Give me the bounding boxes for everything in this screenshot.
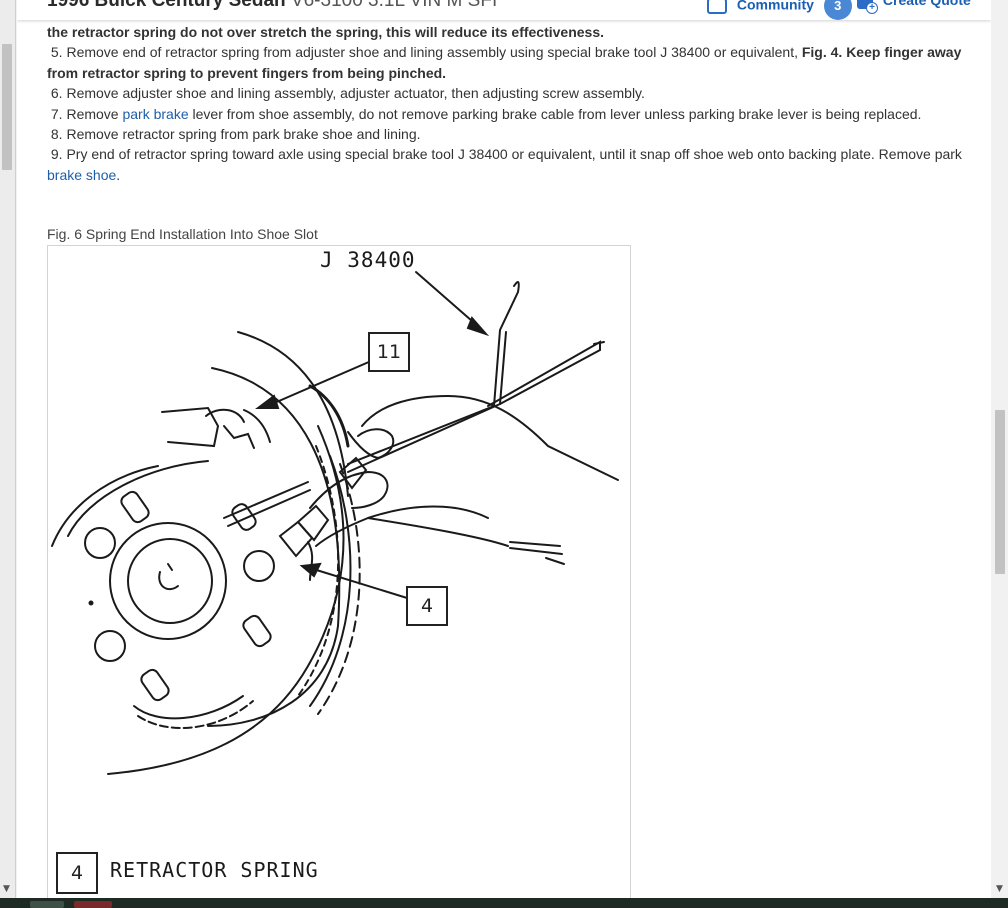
right-scroll-down-arrow-icon[interactable]: ▼ [996,884,1003,894]
legend-retractor-spring-label: RETRACTOR SPRING [110,858,319,882]
vehicle-name: 1996 Buick Century Sedan [47,0,286,11]
procedure-line-top: the retractor spring do not over stretch… [47,24,605,40]
document-viewer: 1996 Buick Century Sedan V6-3100 3.1L VI… [17,0,991,898]
step-8-text: 8. Remove retractor spring from park bra… [50,126,421,143]
brake-diagram-drawing [51,271,619,775]
taskbar-item[interactable] [74,901,112,908]
procedure-text: the retractor spring do not over stretch… [47,22,977,185]
left-scrollbar[interactable]: ▼ [0,0,16,898]
step-6-text: 6. Remove adjuster shoe and lining assem… [50,85,645,102]
procedure-step-8: 8. Remove retractor spring from park bra… [47,124,977,144]
legend-number-box: 4 [56,852,98,894]
procedure-step-9: 9. Pry end of retractor spring toward ax… [47,144,977,185]
create-quote-button[interactable]: Create Quote [857,0,971,15]
community-chat-icon [707,0,727,14]
step-5-warning: Fig. 4. Keep finger away from retractor … [47,44,962,81]
procedure-step-7: 7. Remove park brake lever from shoe ass… [47,104,977,124]
create-quote-label: Create Quote [882,0,971,8]
callout-4: 4 [406,586,448,626]
step-9-text-b: . [116,166,121,183]
procedure-step-5: 5. Remove end of retractor spring from a… [47,42,977,83]
community-count-badge: 3 [823,0,852,20]
right-scrollbar[interactable]: ▼ [992,0,1008,898]
vehicle-header-bar: 1996 Buick Century Sedan V6-3100 3.1L VI… [17,0,991,20]
tool-j38400-label: J 38400 [320,248,416,272]
park-brake-link[interactable]: park brake [122,105,189,122]
vehicle-engine: V6-3100 3.1L VIN M SFI [290,0,498,11]
right-scrollbar-thumb[interactable] [995,410,1005,574]
brake-diagram-figure: J 38400 11 4 4 RETRACTOR SPRING [47,245,631,898]
figure-caption: Fig. 6 Spring End Installation Into Shoe… [47,226,318,242]
taskbar-strip [0,898,1008,908]
brake-shoe-link[interactable]: brake shoe [47,166,117,183]
step-9-text-a: 9. Pry end of retractor spring toward ax… [50,146,962,163]
taskbar-item[interactable] [30,901,64,908]
vehicle-title: 1996 Buick Century Sedan V6-3100 3.1L VI… [47,0,497,12]
callout-11: 11 [368,332,410,372]
community-label: Community [736,0,814,13]
community-button[interactable]: Community 3 [707,0,852,20]
left-scroll-down-arrow-icon[interactable]: ▼ [3,884,10,894]
left-scrollbar-thumb[interactable] [2,44,12,170]
create-quote-icon [857,0,878,15]
step-7-text-b: lever from shoe assembly, do not remove … [188,105,922,122]
step-7-text-a: 7. Remove [50,105,123,122]
step-5-text: 5. Remove end of retractor spring from a… [50,44,802,61]
procedure-step-6: 6. Remove adjuster shoe and lining assem… [47,83,977,103]
